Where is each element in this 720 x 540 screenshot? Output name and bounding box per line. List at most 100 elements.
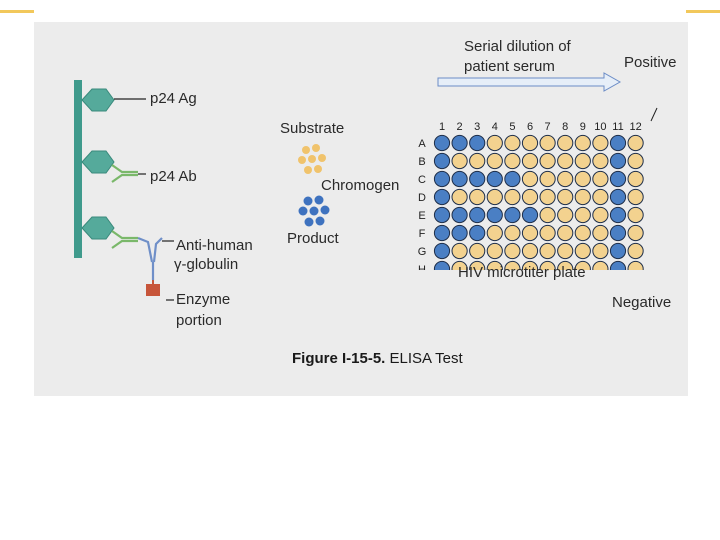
label-serial-dilution-1: Serial dilution of xyxy=(464,38,571,55)
well-negative xyxy=(574,206,591,224)
well-negative xyxy=(504,224,521,242)
row-letter: F xyxy=(419,228,426,240)
well-positive xyxy=(504,206,521,224)
well-negative xyxy=(469,260,486,270)
well-negative xyxy=(504,134,521,152)
well-negative xyxy=(539,134,556,152)
well-negative xyxy=(627,152,644,170)
well-negative xyxy=(627,242,644,260)
well-negative xyxy=(627,188,644,206)
label-substrate: Substrate xyxy=(280,120,345,137)
well-negative xyxy=(592,242,609,260)
p24-antibody-shape xyxy=(111,164,138,183)
column-number: 7 xyxy=(545,121,551,133)
enzyme-shape xyxy=(146,284,160,296)
column-number: 4 xyxy=(492,121,498,133)
well-positive xyxy=(469,134,486,152)
figure-title: ELISA Test xyxy=(389,350,463,367)
slide-accent-left xyxy=(0,10,34,13)
well-positive xyxy=(609,260,627,270)
column-number: 2 xyxy=(457,121,463,133)
well-negative xyxy=(521,242,539,260)
label-p24-ab: p24 Ab xyxy=(150,168,197,185)
column-number: 6 xyxy=(527,121,533,133)
well-negative xyxy=(486,260,503,270)
well-negative xyxy=(574,242,591,260)
column-number: 1 xyxy=(439,121,445,133)
well-negative xyxy=(574,188,591,206)
column-number: 3 xyxy=(474,121,480,133)
well-negative xyxy=(451,260,468,270)
anti-human-globulin-shape xyxy=(137,236,163,280)
well-negative xyxy=(469,152,486,170)
well-negative xyxy=(574,170,591,188)
well-negative xyxy=(486,152,503,170)
well-positive xyxy=(609,188,627,206)
label-plate: HIV microtiter plate xyxy=(458,264,586,281)
row-letter: D xyxy=(418,192,426,204)
column-number: 5 xyxy=(509,121,515,133)
column-number: 11 xyxy=(612,121,623,133)
label-chromogen: Chromogen xyxy=(321,177,400,194)
figure-caption: Figure I-15-5. ELISA Test xyxy=(292,350,463,367)
well-negative xyxy=(521,134,539,152)
well-positive xyxy=(433,260,451,270)
well-positive xyxy=(433,170,451,188)
row-letter: H xyxy=(418,264,426,270)
row-letter: B xyxy=(418,156,425,168)
well-positive xyxy=(433,134,451,152)
well-negative xyxy=(539,152,556,170)
well-negative xyxy=(592,152,609,170)
column-number: 12 xyxy=(629,121,641,133)
well-negative xyxy=(521,152,539,170)
well-negative xyxy=(627,260,644,270)
well-negative xyxy=(592,170,609,188)
well-negative xyxy=(451,188,468,206)
well-negative xyxy=(592,134,609,152)
well-negative xyxy=(557,224,574,242)
well-negative xyxy=(627,206,644,224)
well-positive xyxy=(451,224,468,242)
well-negative xyxy=(592,188,609,206)
product-dots xyxy=(298,195,330,227)
label-enzyme-2: portion xyxy=(176,312,222,329)
dilution-arrow xyxy=(437,72,622,92)
row-letter: A xyxy=(418,138,426,150)
well-positive xyxy=(433,206,451,224)
label-enzyme-1: Enzyme xyxy=(176,291,231,308)
well-positive xyxy=(469,224,486,242)
row-letter: C xyxy=(418,174,426,186)
well-negative xyxy=(592,224,609,242)
p24-antigen-shape-3 xyxy=(81,216,115,240)
well-negative xyxy=(539,206,556,224)
well-negative xyxy=(557,260,574,270)
well-positive xyxy=(433,188,451,206)
well-positive xyxy=(469,206,486,224)
assay-schematic xyxy=(74,80,174,301)
well-negative xyxy=(451,152,468,170)
well-negative xyxy=(627,170,644,188)
well-negative xyxy=(557,206,574,224)
well-positive xyxy=(609,170,627,188)
well-negative xyxy=(539,170,556,188)
well-negative xyxy=(539,242,556,260)
well-positive xyxy=(433,224,451,242)
substrate-dots xyxy=(298,144,326,174)
well-negative xyxy=(504,152,521,170)
solid-phase-bar xyxy=(74,80,82,258)
well-negative xyxy=(557,152,574,170)
label-anti-human-2: γ-globulin xyxy=(174,256,239,273)
column-number: 8 xyxy=(562,121,568,133)
well-negative xyxy=(557,242,574,260)
label-p24-ag: p24 Ag xyxy=(150,90,197,107)
well-negative xyxy=(521,170,539,188)
well-negative xyxy=(486,242,503,260)
column-number: 10 xyxy=(594,121,606,133)
label-negative: Negative xyxy=(612,294,672,311)
well-positive xyxy=(609,134,627,152)
well-negative xyxy=(574,260,591,270)
well-negative xyxy=(592,206,609,224)
well-negative xyxy=(539,224,556,242)
row-letter: G xyxy=(418,246,427,258)
bound-antibody-shape xyxy=(111,230,138,249)
